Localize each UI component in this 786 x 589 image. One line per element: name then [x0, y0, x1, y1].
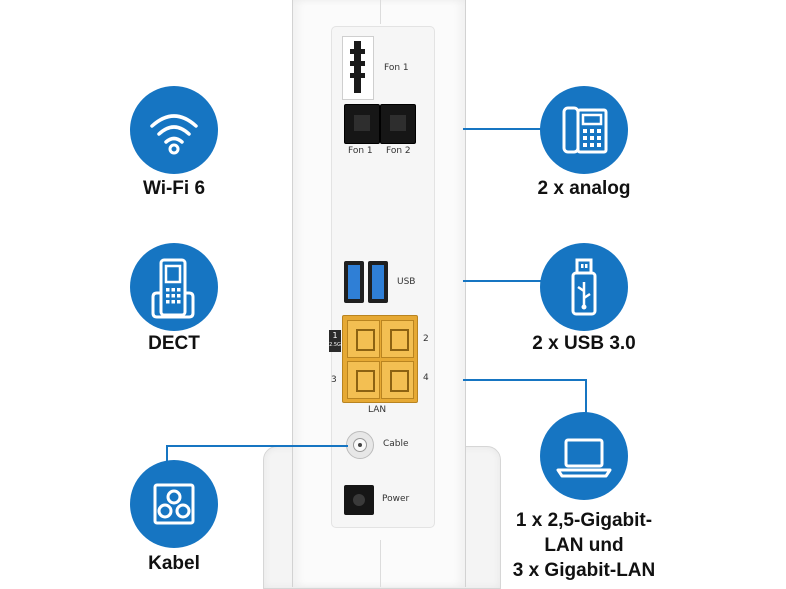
router-top-seam — [380, 0, 381, 24]
lan-badge-number: 1 — [332, 331, 338, 340]
phone-port-fon2 — [380, 104, 416, 144]
lan-port-1 — [347, 320, 380, 358]
usb-stick-icon — [571, 258, 597, 316]
lan-label-line3: 3 x Gigabit-LAN — [512, 560, 656, 581]
dect-label: DECT — [148, 333, 200, 354]
cordless-phone-icon — [151, 258, 195, 319]
cable-label: Cable — [383, 439, 409, 449]
lan-badge-speed: 2.5G — [329, 342, 341, 348]
phone-port-fon1 — [344, 104, 380, 144]
usb-label: USB — [397, 277, 416, 287]
router-bottom-seam — [380, 540, 381, 587]
usb-badge — [540, 243, 628, 331]
usb-port-2 — [368, 261, 388, 303]
fon2-label: Fon 2 — [386, 146, 411, 156]
lan-port-4 — [381, 361, 414, 399]
connector-line-kabel-h — [166, 445, 348, 447]
lan-port-block — [342, 315, 418, 403]
usb-port-1 — [344, 261, 364, 303]
cable-socket-icon — [153, 483, 195, 525]
connector-line-usb — [463, 280, 543, 282]
analog-label: 2 x analog — [537, 178, 631, 199]
lan-label-line1: 1 x 2,5-Gigabit- — [515, 510, 653, 531]
lan-port4-label: 4 — [423, 373, 429, 383]
connector-line-lan-h — [463, 379, 587, 381]
desk-phone-icon — [562, 106, 608, 154]
lan-port-3 — [347, 361, 380, 399]
usb-label-feature: 2 x USB 3.0 — [532, 333, 636, 354]
lan-label-line2: LAN und — [544, 535, 624, 556]
connector-line-kabel-v — [166, 445, 168, 464]
power-label: Power — [382, 494, 410, 504]
wifi-badge — [130, 86, 218, 174]
lan-badge — [540, 412, 628, 500]
lan-port3-label: 3 — [331, 375, 337, 385]
kabel-badge — [130, 460, 218, 548]
power-jack — [344, 485, 374, 515]
fon1-top-label: Fon 1 — [384, 63, 409, 73]
wifi-label: Wi-Fi 6 — [142, 178, 206, 199]
connector-line-analog — [463, 128, 543, 130]
tae-socket — [342, 36, 374, 100]
cable-connector — [346, 431, 374, 459]
fon1-label: Fon 1 — [348, 146, 373, 156]
wifi-icon — [150, 114, 198, 155]
laptop-icon — [556, 438, 612, 478]
lan-speed-badge: 1 2.5G — [329, 330, 341, 352]
dect-badge — [130, 243, 218, 331]
lan-label: LAN — [368, 405, 387, 415]
lan-port-2 — [381, 320, 414, 358]
kabel-label: Kabel — [148, 553, 200, 574]
lan-port2-label: 2 — [423, 334, 429, 344]
analog-badge — [540, 86, 628, 174]
connector-line-lan-v — [585, 379, 587, 413]
